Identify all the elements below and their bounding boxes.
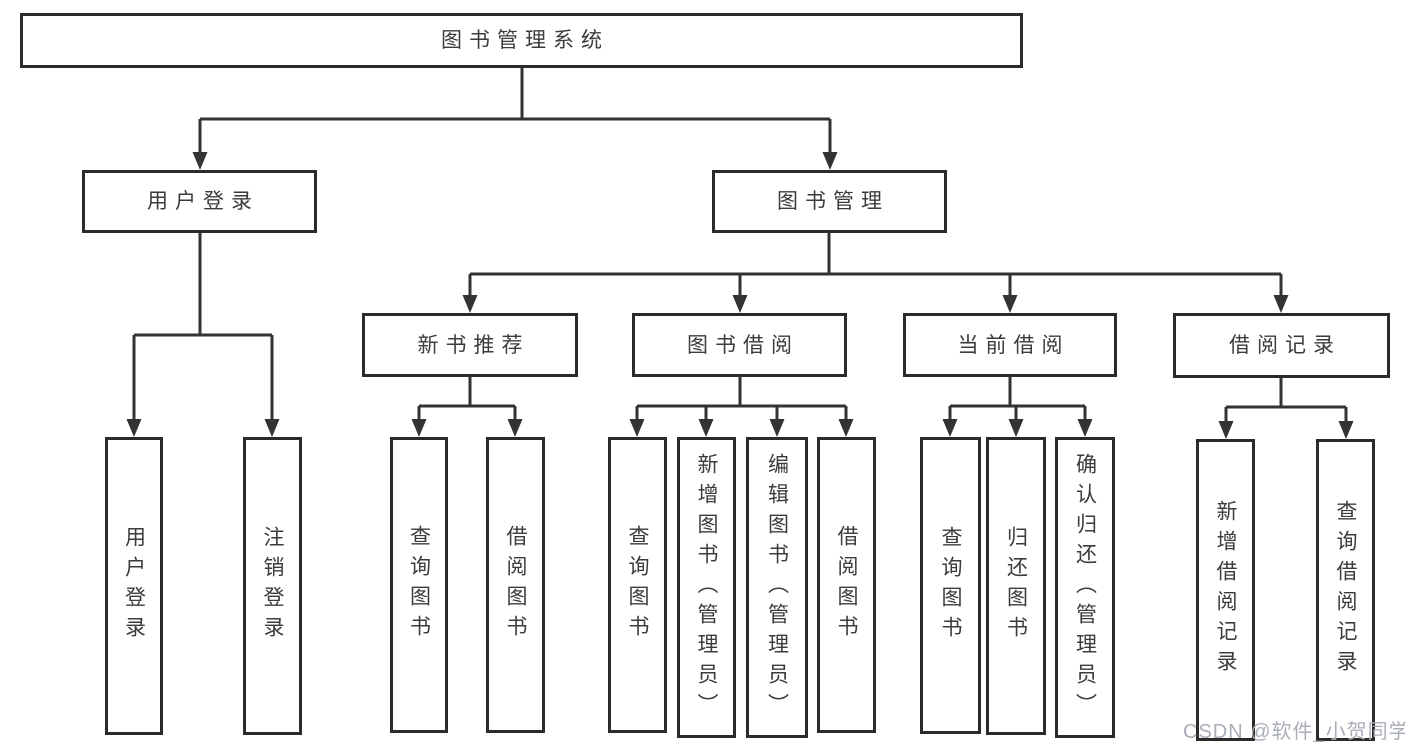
node-newbook-query: 查询图书	[390, 437, 448, 733]
node-logout: 注销登录	[243, 437, 302, 735]
node-book-mgmt-label: 图书管理	[777, 190, 889, 213]
node-records-query-label: 查询借阅记录	[1334, 500, 1357, 680]
node-current-return-label: 归还图书	[1004, 526, 1028, 646]
node-new-book-reco: 新书推荐	[362, 313, 578, 377]
arrowheads	[126, 152, 1354, 439]
node-current-borrow: 当前借阅	[903, 313, 1117, 377]
node-login: 用户登录	[105, 437, 163, 735]
node-borrow-borrow: 借阅图书	[817, 437, 876, 733]
node-login-label: 用户登录	[122, 526, 146, 646]
connector-current-borrow-children	[948, 377, 1087, 423]
node-current-confirm-label: 确认归还（管理员）	[1073, 452, 1097, 723]
node-borrow-records-label: 借阅记录	[1229, 334, 1341, 357]
node-book-borrow-label: 图书借阅	[687, 333, 799, 357]
node-book-mgmt: 图书管理	[712, 170, 947, 233]
connector-user-login-children	[132, 233, 274, 423]
watermark: CSDN @软件_小贺同学	[1183, 721, 1405, 743]
node-current-query-label: 查询图书	[939, 525, 962, 646]
node-borrow-add: 新增图书（管理员）	[677, 437, 736, 738]
node-borrow-query: 查询图书	[608, 437, 667, 733]
node-user-login-label: 用户登录	[147, 190, 259, 213]
connector-root-to-level2	[198, 68, 832, 156]
node-logout-label: 注销登录	[261, 526, 284, 646]
node-borrow-records: 借阅记录	[1173, 313, 1390, 378]
node-records-query: 查询借阅记录	[1316, 439, 1375, 741]
node-borrow-borrow-label: 借阅图书	[835, 525, 858, 645]
node-user-login: 用户登录	[82, 170, 317, 233]
node-new-book-reco-label: 新书推荐	[417, 333, 530, 357]
node-root-label: 图书管理系统	[441, 29, 609, 52]
node-borrow-add-label: 新增图书（管理员）	[695, 452, 718, 723]
connector-borrow-records-children	[1224, 378, 1348, 425]
connector-book-mgmt-sections	[468, 233, 1283, 299]
node-root: 图书管理系统	[20, 13, 1023, 68]
node-current-confirm: 确认归还（管理员）	[1055, 437, 1115, 738]
node-borrow-edit-label: 编辑图书（管理员）	[765, 452, 789, 723]
node-records-add: 新增借阅记录	[1196, 439, 1255, 741]
node-book-borrow: 图书借阅	[632, 313, 847, 377]
node-newbook-borrow-label: 借阅图书	[504, 525, 527, 645]
node-newbook-borrow: 借阅图书	[486, 437, 545, 733]
node-records-add-label: 新增借阅记录	[1214, 500, 1237, 680]
connector-book-borrow-children	[635, 377, 848, 423]
node-borrow-edit: 编辑图书（管理员）	[746, 437, 808, 738]
connector-new-book-children	[417, 377, 517, 423]
node-newbook-query-label: 查询图书	[407, 525, 431, 645]
node-current-query: 查询图书	[920, 437, 981, 734]
node-borrow-query-label: 查询图书	[626, 525, 649, 645]
node-current-borrow-label: 当前借阅	[957, 333, 1070, 357]
node-current-return: 归还图书	[986, 437, 1046, 735]
